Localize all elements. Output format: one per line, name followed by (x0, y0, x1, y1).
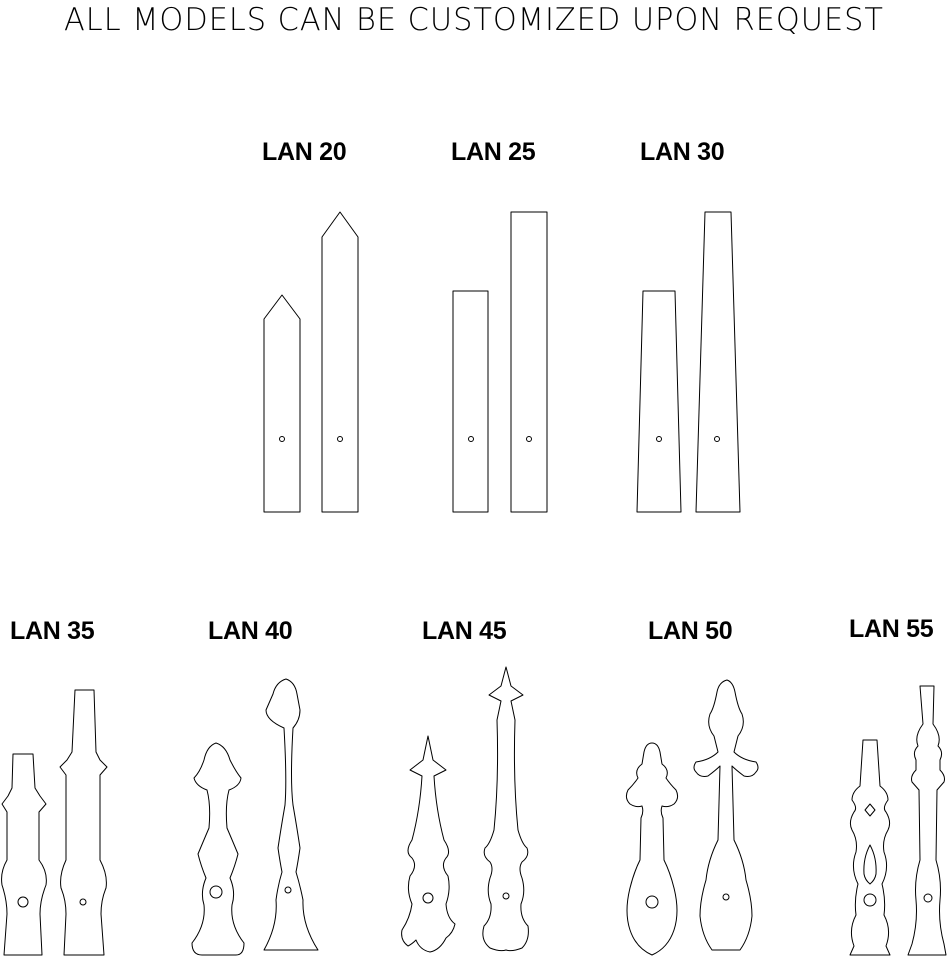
lan-55-short-hand-hole (863, 893, 877, 907)
lan-55-short-hand-diamond (864, 803, 876, 817)
model-label-lan-55: LAN 55 (849, 615, 934, 643)
lan-35-hands (1, 689, 108, 956)
model-label-lan-20: LAN 20 (262, 138, 347, 166)
lan-50-short-hand-hole (645, 895, 659, 909)
lan-35-short-hand (1, 753, 47, 956)
lan-45-hands (401, 666, 529, 953)
lan-50-hands (625, 679, 759, 956)
lan-50-long-hand-hole (722, 893, 730, 901)
model-label-lan-50: LAN 50 (648, 617, 733, 645)
lan-20-long-hand (321, 211, 359, 513)
lan-25-short-hand (452, 290, 489, 513)
lan-20-hands (263, 211, 359, 513)
model-label-lan-40: LAN 40 (208, 617, 293, 645)
lan-35-long-hand (59, 689, 108, 956)
lan-40-hands (191, 678, 319, 956)
lan-20-short-hand (263, 294, 301, 513)
lan-30-short-hand-hole (656, 436, 662, 442)
lan-55-hands (849, 685, 947, 956)
lan-55-long-hand-hole (923, 893, 933, 903)
lan-45-long-hand-hole (502, 892, 510, 900)
lan-25-long-hand (510, 211, 548, 513)
lan-30-long-hand (695, 211, 741, 513)
lan-40-long-hand-hole (284, 886, 292, 894)
lan-25-long-hand-hole (526, 436, 532, 442)
lan-30-short-hand (636, 290, 682, 513)
model-label-lan-25: LAN 25 (451, 138, 536, 166)
model-label-lan-35: LAN 35 (10, 617, 95, 645)
lan-45-short-hand (401, 735, 456, 953)
lan-50-short-hand (625, 742, 679, 956)
lan-35-short-hand-hole (17, 896, 29, 908)
lan-30-long-hand-hole (714, 436, 720, 442)
model-label-lan-45: LAN 45 (422, 617, 507, 645)
model-label-lan-30: LAN 30 (640, 138, 725, 166)
lan-25-hands (452, 211, 548, 513)
lan-20-long-hand-hole (337, 436, 343, 442)
lan-55-short-hand-keyhole (863, 844, 877, 885)
lan-45-long-hand (482, 666, 529, 952)
lan-40-short-hand (191, 742, 245, 956)
lan-40-long-hand (263, 678, 319, 951)
lan-50-long-hand (693, 679, 759, 951)
lan-35-long-hand-hole (79, 898, 87, 906)
page-headline: ALL MODELS CAN BE CUSTOMIZED UPON REQUES… (64, 2, 884, 38)
lan-30-hands (636, 211, 741, 513)
lan-25-short-hand-hole (468, 436, 474, 442)
lan-40-short-hand-hole (209, 885, 223, 899)
lan-45-short-hand-hole (422, 892, 434, 904)
lan-20-short-hand-hole (279, 436, 285, 442)
lan-55-long-hand (907, 685, 947, 956)
